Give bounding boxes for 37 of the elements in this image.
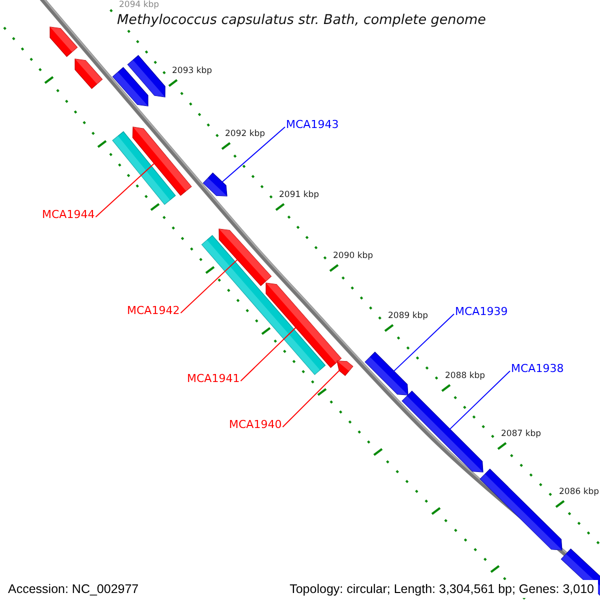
gene-feature	[112, 66, 148, 106]
leader-line	[180, 259, 238, 314]
gene-feature	[132, 126, 192, 196]
gene-feature	[266, 282, 342, 368]
leader-line	[95, 162, 155, 218]
scale-label: 2094 kbp	[119, 0, 160, 10]
gene-feature	[74, 58, 103, 90]
leader-line	[449, 370, 510, 430]
gene-feature	[218, 228, 272, 286]
scale-label: 2087 kbp	[501, 429, 542, 439]
gene-label: MCA1938	[511, 362, 564, 375]
gene-feature	[402, 390, 484, 472]
gene-feature	[50, 26, 78, 58]
scale-label: 2092 kbp	[225, 129, 266, 139]
gene-feature	[336, 360, 354, 376]
scale-label: 2090 kbp	[333, 251, 374, 261]
gene-label: MCA1942	[127, 304, 180, 317]
scale-label: 2088 kbp	[445, 371, 486, 381]
scale-label: 2089 kbp	[388, 311, 428, 321]
leader-line	[222, 126, 286, 182]
gene-feature	[127, 55, 166, 98]
gene-label: MCA1939	[455, 305, 508, 318]
gene-feature	[202, 172, 228, 196]
scale-label: 2091 kbp	[279, 190, 320, 200]
gene-label: MCA1940	[229, 418, 282, 431]
gene-feature	[112, 131, 176, 205]
leader-line	[282, 370, 340, 428]
leader-line	[393, 314, 454, 372]
gene-label: MCA1943	[286, 118, 339, 131]
scale-label: 2086 kbp	[559, 487, 600, 497]
gene-feature	[364, 352, 408, 396]
gene-label: MCA1944	[42, 208, 95, 221]
gene-label: MCA1941	[187, 372, 240, 385]
title: Methylococcus capsulatus str. Bath, complete genome	[115, 13, 488, 28]
scale-label: 2093 kbp	[172, 66, 212, 76]
gene-feature	[201, 234, 326, 376]
leader-line	[240, 327, 296, 382]
